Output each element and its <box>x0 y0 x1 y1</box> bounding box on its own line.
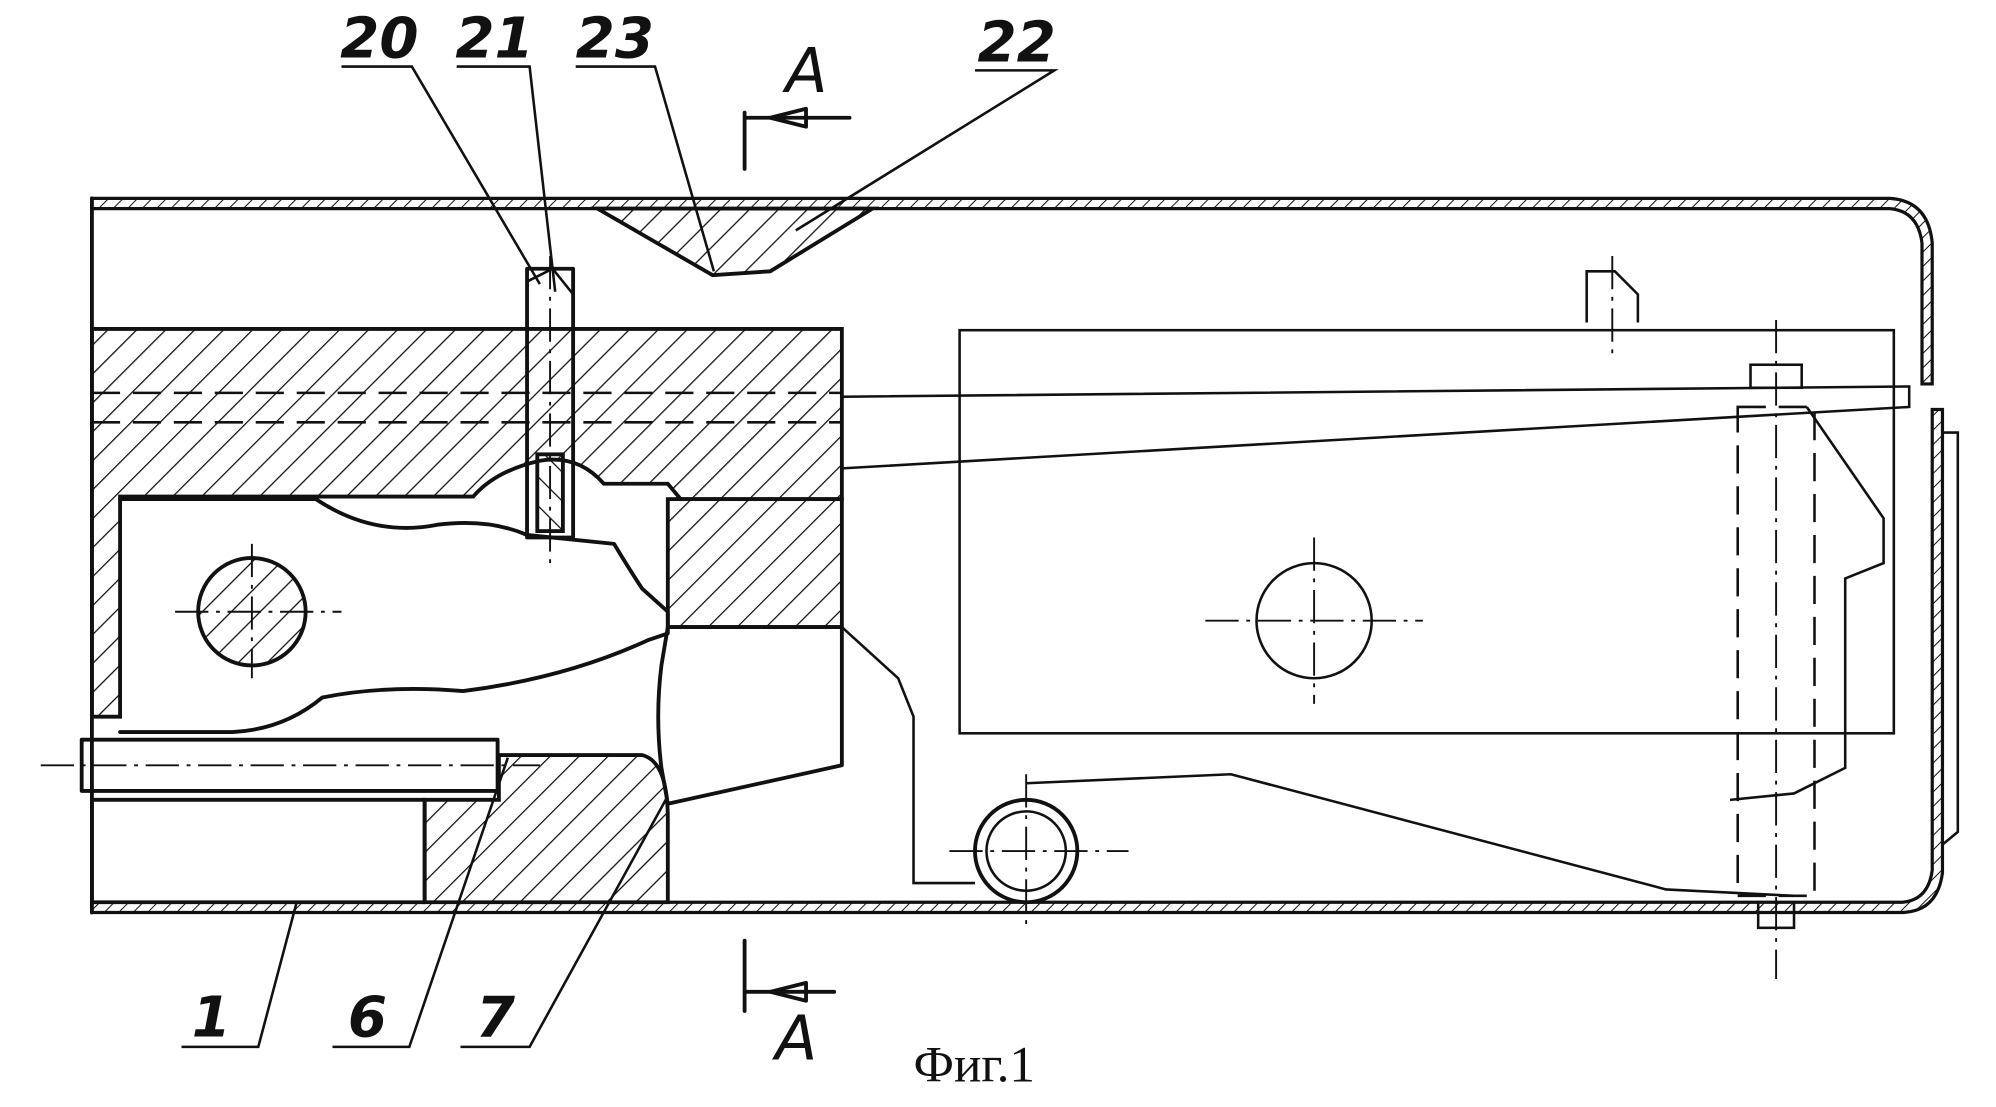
callout-21: 21 <box>455 7 533 72</box>
callout-6: 6 <box>348 986 387 1051</box>
callout-23: 23 <box>576 7 654 72</box>
figure-caption: Фиг.1 <box>914 1036 1035 1093</box>
guide-block-body <box>668 499 842 627</box>
section-letter-top: A <box>782 36 828 107</box>
callout-20: 20 <box>340 7 418 72</box>
callout-7: 7 <box>476 986 516 1051</box>
callout-1: 1 <box>192 986 231 1051</box>
callout-22: 22 <box>978 10 1056 75</box>
section-letter-bottom: A <box>771 1004 817 1075</box>
